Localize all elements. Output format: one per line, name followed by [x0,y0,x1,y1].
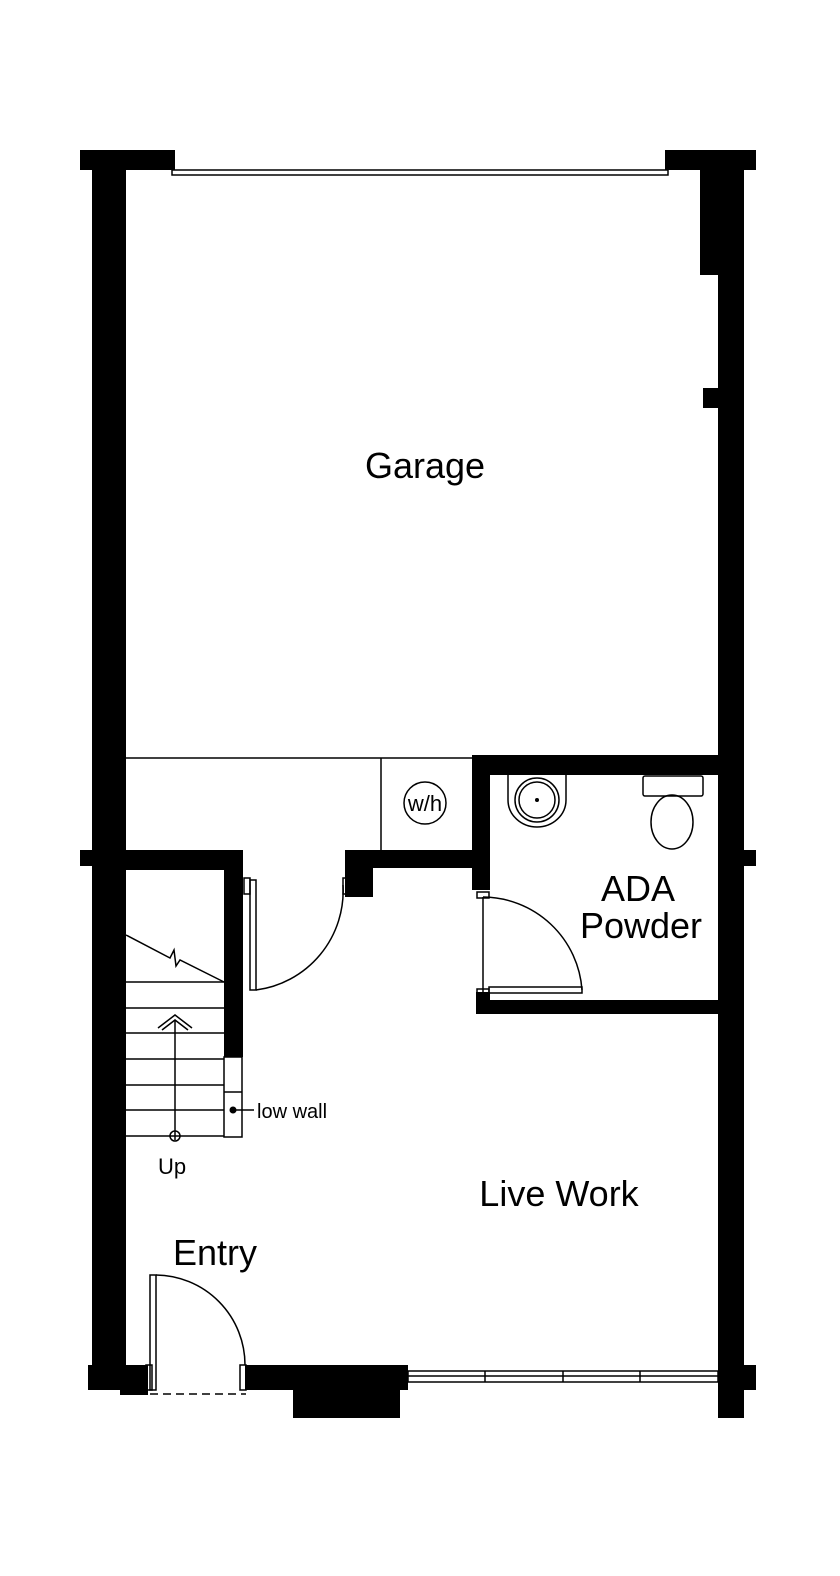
room-label-ada: ADA [601,868,675,909]
room-labels: Garage ADA Powder Live Work Entry [173,445,702,1273]
stairs-up-label: Up [158,1154,186,1179]
low-wall: low wall [223,1056,327,1138]
water-heater [403,781,447,825]
storage-area: w/h [126,757,472,850]
low-wall-label: low wall [257,1101,327,1123]
interior-walls [126,755,718,1057]
toilet-bowl [650,794,694,850]
room-label-entry: Entry [173,1232,257,1273]
room-label-powder: Powder [580,905,702,946]
exterior-walls [80,150,756,1418]
front-window [407,1370,719,1383]
room-label-live-work: Live Work [479,1173,639,1214]
powder-fixtures [507,775,704,850]
room-label-garage: Garage [365,445,485,486]
toilet-tank [642,775,704,797]
stairs-up-arrow-icon [157,1014,193,1031]
powder-door[interactable] [476,891,583,996]
entry-door[interactable] [145,1274,247,1395]
stairs: Up [125,934,225,1179]
sink [507,775,567,828]
water-heater-label: w/h [407,791,442,816]
garage-door [171,169,669,176]
stair-door[interactable] [243,877,350,991]
